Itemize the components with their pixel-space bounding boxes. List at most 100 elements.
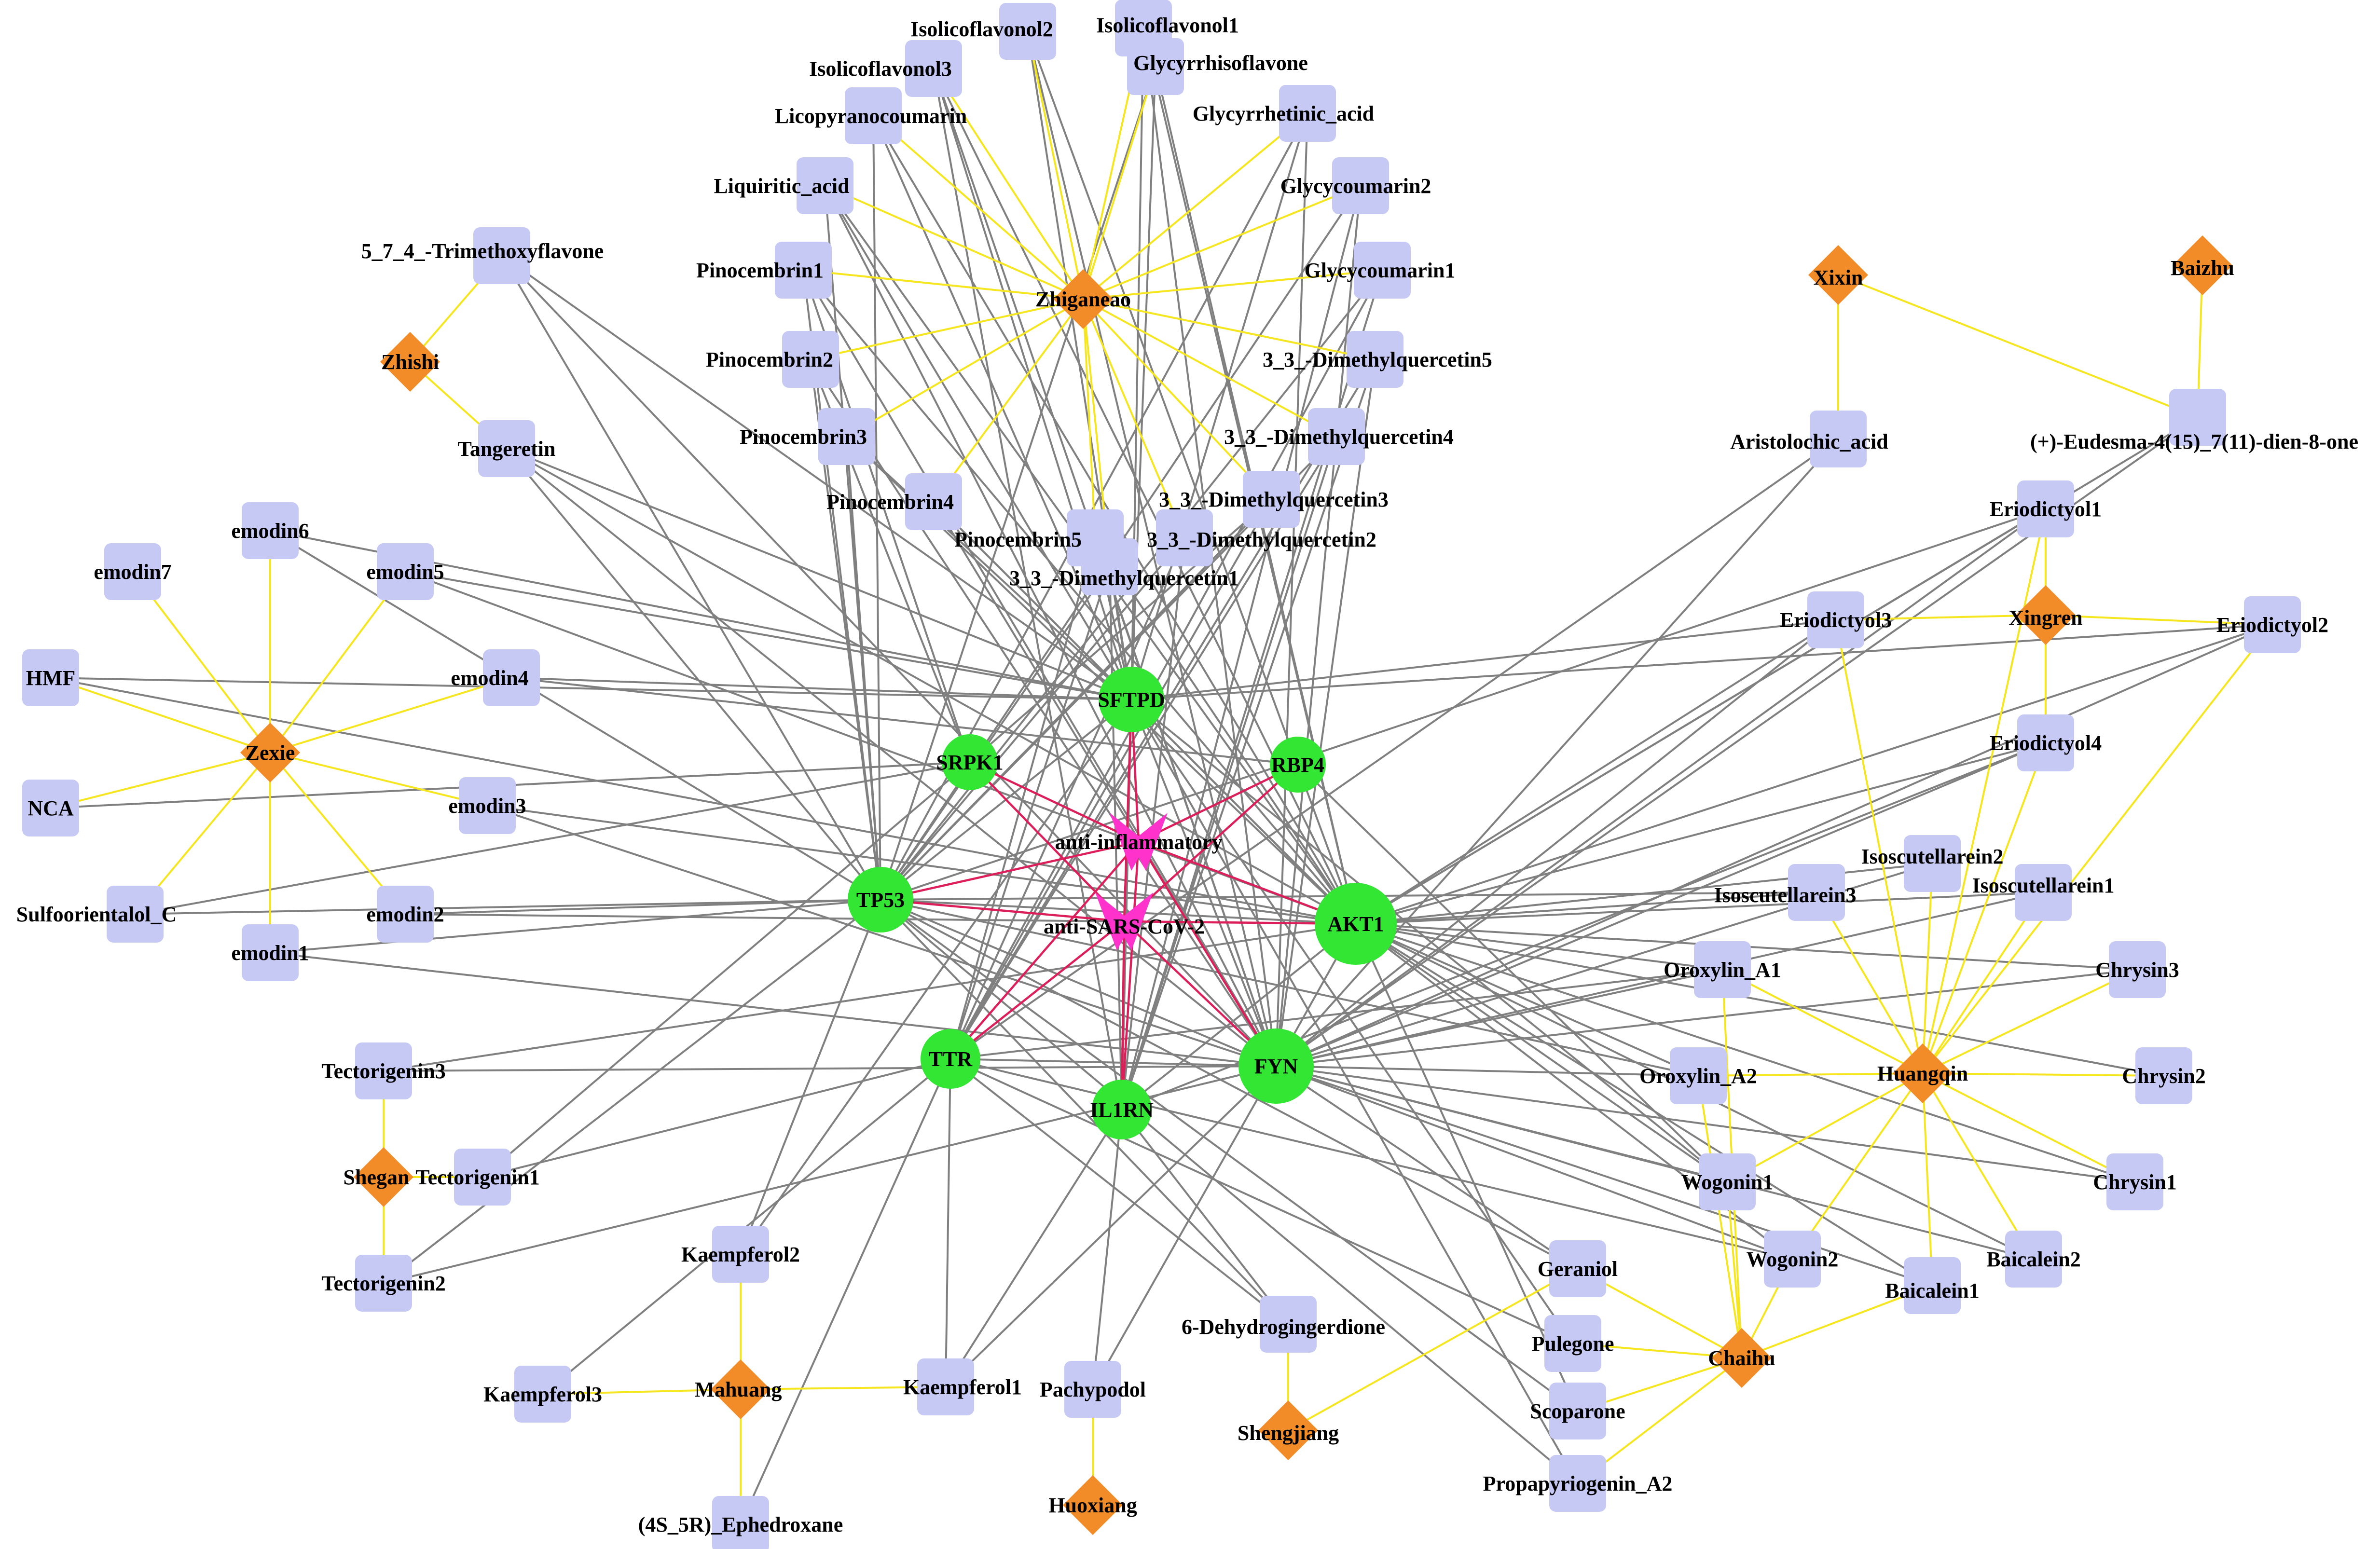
compound-node-3-3-dimethylquercetin5[interactable]: [1347, 331, 1403, 388]
compound-node-chrysin3[interactable]: [2109, 941, 2166, 998]
target-node-rbp4[interactable]: [1270, 737, 1326, 793]
herb-node-baizhu[interactable]: [2173, 235, 2232, 295]
compound-node-isoscutellarein2[interactable]: [1904, 835, 1961, 892]
herb-node-shegan[interactable]: [354, 1147, 413, 1207]
herb-node-huangqin[interactable]: [1893, 1043, 1953, 1103]
target-label: SRPK1: [936, 751, 1003, 774]
target-label: FYN: [1254, 1055, 1298, 1078]
target-node-srpk1[interactable]: [942, 734, 998, 790]
compound-node-eriodictyol1[interactable]: [2017, 480, 2074, 537]
target-node-fyn[interactable]: [1238, 1028, 1314, 1104]
herb-node-zhiganeao[interactable]: [1053, 269, 1113, 329]
compound-node-kaempferol2[interactable]: [712, 1226, 769, 1283]
compound-shape: [2017, 480, 2074, 537]
compound-node-emodin2[interactable]: [377, 886, 434, 943]
target-node-il1rn[interactable]: [1092, 1080, 1152, 1139]
compound-node-pinocembrin3[interactable]: [818, 408, 875, 465]
compound-node-pinocembrin2[interactable]: [782, 331, 839, 388]
compound-node-emodin5[interactable]: [377, 543, 434, 600]
compound-node-kaempferol3[interactable]: [514, 1366, 571, 1423]
compound-node-isolicoflavonol2[interactable]: [999, 3, 1056, 60]
disease-node-anti-inflammatory[interactable]: [1110, 813, 1168, 871]
compound-shape: [1807, 591, 1864, 648]
compound-shape: [355, 1042, 412, 1099]
compound-shape: [1544, 1315, 1601, 1372]
compound-node-eudesma-4-15-7-11-dien-8-one[interactable]: [2169, 389, 2226, 446]
compound-node-isoscutellarein1[interactable]: [2015, 864, 2072, 921]
compound-node-oroxylin-a2[interactable]: [1670, 1047, 1727, 1104]
compound-node-oroxylin-a1[interactable]: [1694, 941, 1751, 998]
compound-node-eriodictyol2[interactable]: [2244, 596, 2301, 653]
compound-node-tectorigenin2[interactable]: [355, 1255, 412, 1312]
compound-node-sulfoorientalol-c[interactable]: [107, 886, 164, 943]
compound-node-3-3-dimethylquercetin2[interactable]: [1156, 509, 1213, 566]
compound-target-edge: [880, 66, 1156, 900]
compound-node-chrysin1[interactable]: [2106, 1153, 2163, 1210]
herb-compound-edge: [810, 298, 1084, 360]
compound-node-glycycoumarin1[interactable]: [1354, 242, 1411, 299]
compound-node-4s-5r-ephedroxane[interactable]: [712, 1496, 769, 1549]
compound-node-hmf[interactable]: [22, 649, 79, 706]
compound-node-3-3-dimethylquercetin4[interactable]: [1308, 408, 1365, 465]
target-node-akt1[interactable]: [1315, 883, 1397, 965]
compound-node-emodin7[interactable]: [104, 543, 161, 600]
compound-node-3-3-dimethylquercetin1[interactable]: [1081, 538, 1138, 595]
compound-node-kaempferol1[interactable]: [917, 1358, 974, 1415]
herb-node-huoxiang[interactable]: [1063, 1475, 1123, 1535]
compound-node-liquiritic-acid[interactable]: [797, 157, 853, 214]
compound-node-eriodictyol4[interactable]: [2017, 714, 2074, 771]
compound-node-emodin3[interactable]: [459, 777, 516, 834]
compound-node-tangeretin[interactable]: [478, 420, 535, 477]
herb-node-xingren[interactable]: [2016, 585, 2076, 645]
compound-node-glycyrrhisoflavone[interactable]: [1127, 38, 1184, 95]
compound-target-edge: [501, 255, 1277, 1067]
compound-node-pachypodol[interactable]: [1064, 1361, 1121, 1418]
compound-node-eriodictyol3[interactable]: [1807, 591, 1864, 648]
herb-compound-edge: [872, 115, 1084, 300]
compound-node-pinocembrin4[interactable]: [905, 473, 962, 530]
disease-node-anti-sars-cov-2[interactable]: [1095, 892, 1153, 950]
compound-node-tectorigenin1[interactable]: [454, 1149, 511, 1206]
target-node-ttr[interactable]: [921, 1029, 980, 1089]
compound-node-wogonin1[interactable]: [1699, 1153, 1756, 1210]
compound-target-edge: [1276, 969, 1723, 1067]
herb-node-chaihu[interactable]: [1712, 1328, 1772, 1388]
compound-label: Liquiritic_acid: [714, 174, 849, 198]
compound-node-emodin6[interactable]: [242, 502, 299, 559]
compound-node-tectorigenin3[interactable]: [355, 1042, 412, 1099]
compound-node-isoscutellarein3[interactable]: [1788, 864, 1845, 921]
compound-shape: [1347, 331, 1403, 388]
compound-label: Scoparone: [1530, 1399, 1625, 1423]
compound-node-licopyranocoumarin[interactable]: [845, 87, 902, 144]
herb-node-zexie[interactable]: [240, 723, 300, 782]
compound-target-edge: [1276, 624, 2273, 1067]
compound-node-wogonin2[interactable]: [1764, 1231, 1821, 1288]
compound-node-5-7-4-trimethoxyflavone[interactable]: [473, 227, 530, 284]
compound-node-geraniol[interactable]: [1549, 1240, 1606, 1297]
compound-node-nca[interactable]: [22, 780, 79, 836]
herb-node-shengjiang[interactable]: [1258, 1400, 1318, 1460]
compound-node-emodin4[interactable]: [483, 649, 540, 706]
compound-node-pulegone[interactable]: [1544, 1315, 1601, 1372]
compound-node-3-3-dimethylquercetin3[interactable]: [1243, 471, 1300, 528]
compound-node-glycycoumarin2[interactable]: [1332, 157, 1389, 214]
compound-node-chrysin2[interactable]: [2135, 1047, 2192, 1104]
herb-node-zhishi[interactable]: [380, 332, 440, 392]
herb-node-xixin[interactable]: [1808, 245, 1868, 305]
compound-node-isolicoflavonol3[interactable]: [905, 40, 962, 97]
target-node-sftpd[interactable]: [1099, 667, 1164, 732]
compound-node-aristolochic-acid[interactable]: [1810, 411, 1867, 467]
compound-node-baicalein2[interactable]: [2005, 1231, 2062, 1288]
compound-node-6-dehydrogingerdione[interactable]: [1260, 1296, 1317, 1353]
herb-node-mahuang[interactable]: [711, 1359, 770, 1419]
compound-node-propapyriogenin-a2[interactable]: [1549, 1455, 1606, 1512]
compound-node-emodin1[interactable]: [242, 924, 299, 981]
target-node-tp53[interactable]: [848, 867, 913, 932]
compound-label: 3_3_-Dimethylquercetin2: [1147, 528, 1376, 551]
compound-node-baicalein1[interactable]: [1904, 1257, 1961, 1314]
compound-node-scoparone[interactable]: [1549, 1383, 1606, 1439]
compound-node-pinocembrin1[interactable]: [775, 242, 832, 299]
compound-label: Glycyrrhetinic_acid: [1193, 102, 1374, 125]
compound-target-edge: [1276, 1065, 1793, 1260]
compound-node-glycyrrhetinic-acid[interactable]: [1279, 85, 1336, 142]
